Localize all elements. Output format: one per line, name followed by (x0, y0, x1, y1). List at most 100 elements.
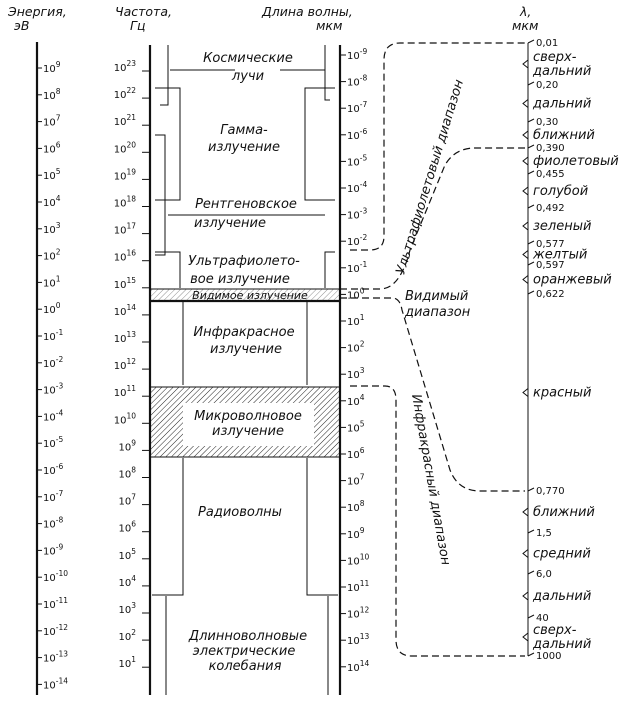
visible-band-hatch (151, 289, 339, 301)
lambda-tick-label: 0,577 (536, 239, 565, 250)
lambda-band-label: зеленый (533, 219, 591, 234)
wavelength-tick-label: 10-1 (347, 260, 367, 275)
lambda-tick-label: 40 (536, 613, 549, 624)
frequency-tick-label: 104 (118, 574, 136, 589)
energy-tick-label: 10-14 (43, 676, 68, 691)
frequency-tick-label: 109 (118, 438, 136, 453)
microwave-label-2: излучение (212, 424, 284, 439)
lambda-band-label: голубой (533, 184, 588, 199)
uv-range-connector (350, 42, 525, 251)
energy-tick-label: 108 (43, 87, 61, 102)
energy-tick-label: 109 (43, 60, 61, 75)
lambda-unit: мкм (512, 18, 538, 33)
wavelength-tick-label: 10-4 (347, 180, 367, 195)
infrared-range-connector (350, 385, 525, 657)
energy-tick-label: 10-6 (43, 462, 63, 477)
lambda-tick (527, 39, 535, 44)
lambda-tick-label: 1000 (536, 651, 561, 662)
frequency-unit: Гц (130, 18, 145, 33)
longwave-label: Длинноволновые (188, 629, 307, 644)
wavelength-tick-label: 103 (347, 366, 365, 381)
wavelength-tick-label: 107 (347, 473, 365, 488)
xray-label-2: излучение (194, 216, 266, 231)
energy-tick-label: 10-1 (43, 328, 63, 343)
frequency-tick-label: 108 (118, 466, 136, 481)
frequency-tick-label: 1018 (114, 195, 137, 210)
energy-unit: эВ (14, 18, 29, 33)
lambda-header: λ, (519, 4, 531, 19)
wavelength-tick-label: 101 (347, 313, 365, 328)
wavelength-tick-label: 10-3 (347, 207, 367, 222)
energy-tick-label: 10-11 (43, 596, 68, 611)
lambda-tick (527, 81, 535, 86)
lambda-tick-label: 0,597 (536, 260, 565, 271)
wavelength-tick-label: 1013 (347, 632, 370, 647)
lambda-tick (527, 261, 535, 266)
lambda-tick-label: 0,30 (536, 117, 558, 128)
wavelength-tick-label: 100 (347, 286, 365, 301)
energy-tick-label: 106 (43, 140, 61, 155)
visible-label: Видимое излучение (192, 289, 308, 302)
lambda-band-label: сверх- (533, 623, 577, 638)
frequency-tick-label: 1014 (114, 303, 137, 318)
frequency-tick-label: 103 (118, 601, 136, 616)
cosmic-rays-label-2: лучи (231, 69, 264, 84)
lambda-band-label: дальний (532, 64, 591, 79)
frequency-tick-label: 106 (118, 520, 136, 535)
lambda-tick (527, 118, 535, 123)
energy-tick-label: 101 (43, 274, 61, 289)
band-dividers (150, 45, 340, 695)
lambda-band-label: ближний (533, 505, 595, 520)
wavelength-tick-label: 104 (347, 393, 365, 408)
frequency-tick-label: 1010 (114, 411, 137, 426)
lambda-tick (527, 170, 535, 175)
lambda-band-label: желтый (532, 248, 587, 263)
wavelength-tick-label: 10-8 (347, 74, 367, 89)
lambda-band-label: дальний (532, 637, 591, 652)
visible-range-top-connector (340, 147, 525, 290)
lambda-tick-label: 0,20 (536, 80, 558, 91)
lambda-brace (522, 591, 529, 601)
frequency-tick-label: 1019 (114, 167, 137, 182)
lambda-tick-label: 0,770 (536, 486, 565, 497)
wavelength-tick-label: 1012 (347, 606, 370, 621)
lambda-band-label: фиолетовый (533, 154, 619, 169)
visible-range-label: Видимый (405, 289, 468, 304)
energy-tick-label: 10-13 (43, 650, 68, 665)
energy-header: Энергия, (7, 4, 67, 19)
lambda-tick (527, 144, 535, 149)
wavelength-tick-label: 1014 (347, 659, 370, 674)
lambda-tick (527, 204, 535, 209)
longwave-label-3: колебания (209, 659, 282, 674)
microwave-label: Микроволновое (194, 409, 302, 424)
energy-tick-label: 104 (43, 194, 61, 209)
energy-tick-label: 102 (43, 248, 61, 263)
lambda-brace (522, 156, 529, 166)
wavelength-tick-label: 10-7 (347, 100, 367, 115)
frequency-tick-label: 1021 (114, 113, 137, 128)
generated-ticks: 109 108 107 106 105 104 103 102 101 100 10-1 10-2 10… (37, 38, 619, 691)
lambda-tick (527, 487, 535, 492)
wavelength-tick-label: 10-6 (347, 127, 367, 142)
lambda-brace (522, 275, 529, 284)
lambda-tick (527, 290, 535, 295)
energy-tick-label: 10-5 (43, 435, 63, 450)
lambda-brace (522, 250, 529, 259)
frequency-tick-label: 1016 (114, 249, 137, 264)
wavelength-tick-label: 105 (347, 419, 365, 434)
lambda-tick-label: 6,0 (536, 569, 552, 580)
frequency-tick-label: 1017 (114, 222, 137, 237)
longwave-label-2: электрические (193, 644, 296, 659)
uv-label: Ультрафиолето- (188, 254, 300, 269)
frequency-header: Частота, (115, 4, 172, 19)
lambda-brace (522, 549, 529, 558)
visible-range-label-2: диапазон (404, 305, 471, 320)
energy-tick-label: 10-2 (43, 355, 63, 370)
lambda-band-label: ближний (533, 128, 595, 143)
gamma-label-2: излучение (208, 140, 280, 155)
lambda-tick-label: 0,622 (536, 289, 565, 300)
frequency-tick-label: 102 (118, 628, 136, 643)
lambda-band-label: красный (533, 386, 591, 401)
